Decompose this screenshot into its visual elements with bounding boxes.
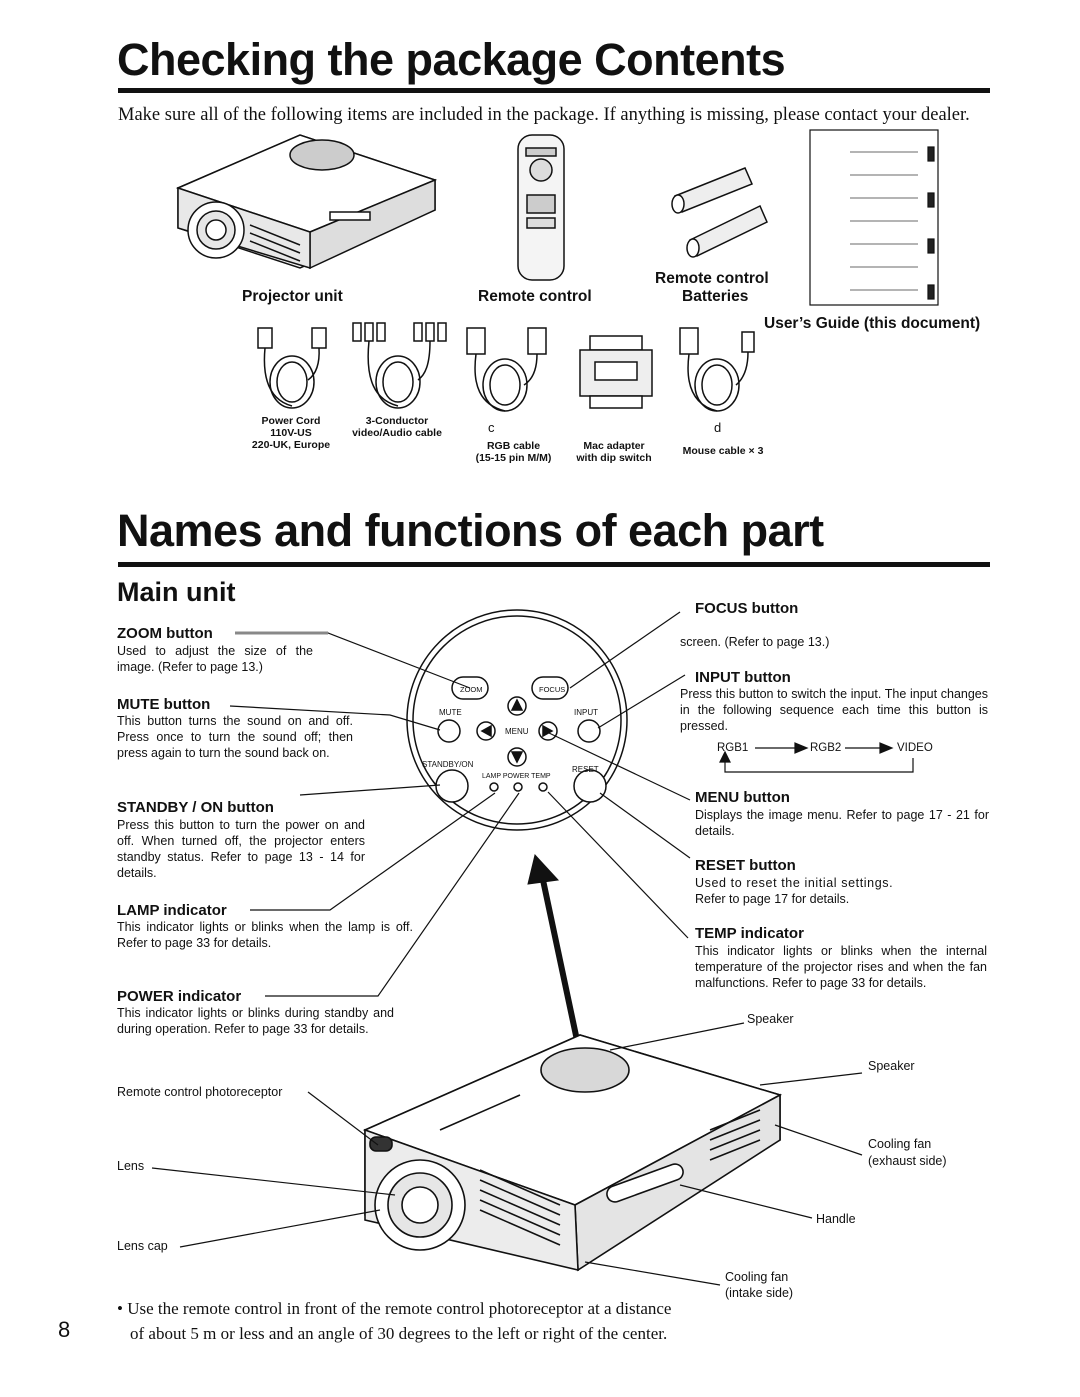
- panel-menu-label: MENU: [505, 727, 529, 736]
- rgb-cable-line2: (15-15 pin M/M): [475, 452, 552, 464]
- standby-button-heading: STANDBY / ON button: [117, 799, 274, 816]
- rgb-cable-label: RGB cable (15-15 pin M/M): [466, 440, 561, 464]
- focus-button-heading: FOCUS button: [695, 600, 799, 617]
- panel-standby-label: STANDBY/ON: [422, 760, 474, 769]
- remote-photoreceptor-label: Remote control photoreceptor: [117, 1085, 283, 1099]
- panel-reset-label: RESET: [572, 765, 599, 774]
- mac-adapter-line2: with dip switch: [576, 452, 652, 464]
- batteries-illustration: [671, 167, 768, 258]
- mute-button-desc: This button turns the sound on and off. …: [117, 714, 353, 760]
- sequence-video: VIDEO: [897, 742, 933, 754]
- rgb-cable-illustration: [466, 327, 547, 412]
- left-leader-lines: [229, 631, 520, 997]
- rgb-cable-line1: RGB cable: [486, 440, 541, 452]
- power-indicator-desc: This indicator lights or blinks during s…: [117, 1006, 394, 1036]
- reset-button-desc-1: Used to reset the initial settings.: [695, 876, 894, 890]
- projector-unit-label: Projector unit: [242, 288, 343, 305]
- temp-indicator-heading: TEMP indicator: [695, 925, 804, 942]
- batteries-label-line2: Batteries: [682, 288, 749, 305]
- input-button-desc: Press this button to switch the input. T…: [680, 687, 988, 733]
- mark-d: d: [714, 420, 722, 435]
- users-guide-label: User’s Guide (this document): [764, 315, 981, 332]
- speaker-label-2: Speaker: [868, 1059, 915, 1073]
- panel-input-label: INPUT: [574, 708, 598, 717]
- temp-indicator-desc: This indicator lights or blinks when the…: [695, 944, 987, 990]
- users-guide-illustration: [809, 129, 939, 306]
- mouse-cable-illustration: [679, 327, 755, 412]
- panel-mute-label: MUTE: [439, 708, 462, 717]
- cooling-fan-exhaust-label-1: Cooling fan: [868, 1137, 932, 1151]
- av-cable-line2: video/Audio cable: [352, 427, 442, 439]
- speaker-label-1: Speaker: [747, 1012, 794, 1026]
- lens-label: Lens: [117, 1159, 145, 1173]
- cooling-fan-intake-label-2: (intake side): [725, 1286, 794, 1300]
- menu-button-desc: Displays the image menu. Refer to page 1…: [695, 808, 989, 838]
- page-number: 8: [58, 1317, 71, 1342]
- package-contents-title: Checking the package Contents: [117, 34, 786, 85]
- sequence-rgb1: RGB1: [717, 742, 749, 754]
- lamp-indicator-desc: This indicator lights or blinks when the…: [117, 920, 413, 950]
- focus-button-desc: screen. (Refer to page 13.): [680, 635, 830, 649]
- bottom-leader-lines: [151, 1022, 863, 1286]
- footer-note-line2: of about 5 m or less and an angle of 30 …: [130, 1324, 668, 1343]
- menu-button-heading: MENU button: [695, 789, 790, 806]
- zoom-button-heading: ZOOM button: [117, 625, 213, 642]
- control-panel-illustration: [406, 609, 628, 831]
- main-unit-title: Main unit: [117, 577, 236, 607]
- projector-main-illustration: [362, 1034, 783, 1272]
- footer-note-line1: • Use the remote control in front of the…: [117, 1299, 672, 1318]
- right-leader-lines: [547, 611, 691, 939]
- standby-button-desc: Press this button to turn the power on a…: [117, 818, 365, 880]
- panel-location-arrow: [527, 853, 581, 1046]
- names-rule: [118, 562, 990, 567]
- mark-c: c: [488, 420, 495, 435]
- power-indicator-heading: POWER indicator: [117, 988, 242, 1005]
- mac-adapter-illustration: [579, 335, 653, 409]
- mac-adapter-label: Mac adapter with dip switch: [568, 440, 660, 464]
- lamp-indicator-heading: LAMP indicator: [117, 902, 227, 919]
- projector-unit-illustration: [175, 134, 438, 270]
- title-rule: [118, 88, 990, 93]
- mouse-cable-label: Mouse cable × 3: [682, 445, 764, 457]
- remote-control-illustration: [517, 134, 565, 281]
- input-sequence-arrows: [719, 742, 914, 773]
- mac-adapter-line1: Mac adapter: [583, 440, 645, 452]
- sequence-rgb2: RGB2: [810, 742, 842, 754]
- panel-focus-label: FOCUS: [539, 685, 566, 694]
- power-cord-line2: 110V-US: [270, 427, 312, 439]
- zoom-button-desc: Used to adjust the size of the image. (R…: [117, 644, 313, 674]
- intro-paragraph: Make sure all of the following items are…: [118, 105, 970, 125]
- remote-control-label: Remote control: [478, 288, 592, 305]
- cooling-fan-exhaust-label-2: (exhaust side): [868, 1154, 947, 1168]
- cooling-fan-intake-label-1: Cooling fan: [725, 1270, 789, 1284]
- power-cord-line3: 220-UK, Europe: [251, 439, 331, 451]
- power-cord-label: Power Cord 110V-US 220-UK, Europe: [244, 415, 338, 451]
- reset-button-desc-2: Refer to page 17 for details.: [695, 892, 850, 906]
- names-functions-title: Names and functions of each part: [117, 505, 824, 556]
- panel-indicators-label: LAMP POWER TEMP: [482, 773, 551, 780]
- mute-button-heading: MUTE button: [117, 696, 211, 713]
- lens-cap-label: Lens cap: [117, 1239, 168, 1253]
- reset-button-heading: RESET button: [695, 857, 796, 874]
- input-button-heading: INPUT button: [695, 669, 791, 686]
- power-cord-illustration: [257, 327, 327, 409]
- handle-label: Handle: [816, 1212, 856, 1226]
- av-cable-label: 3-Conductor video/Audio cable: [345, 415, 449, 439]
- av-cable-line1: 3-Conductor: [365, 415, 429, 427]
- power-cord-line1: Power Cord: [261, 415, 321, 427]
- av-cable-illustration: [352, 322, 447, 409]
- panel-zoom-label: ZOOM: [460, 685, 483, 694]
- batteries-label-line1: Remote control: [655, 270, 769, 287]
